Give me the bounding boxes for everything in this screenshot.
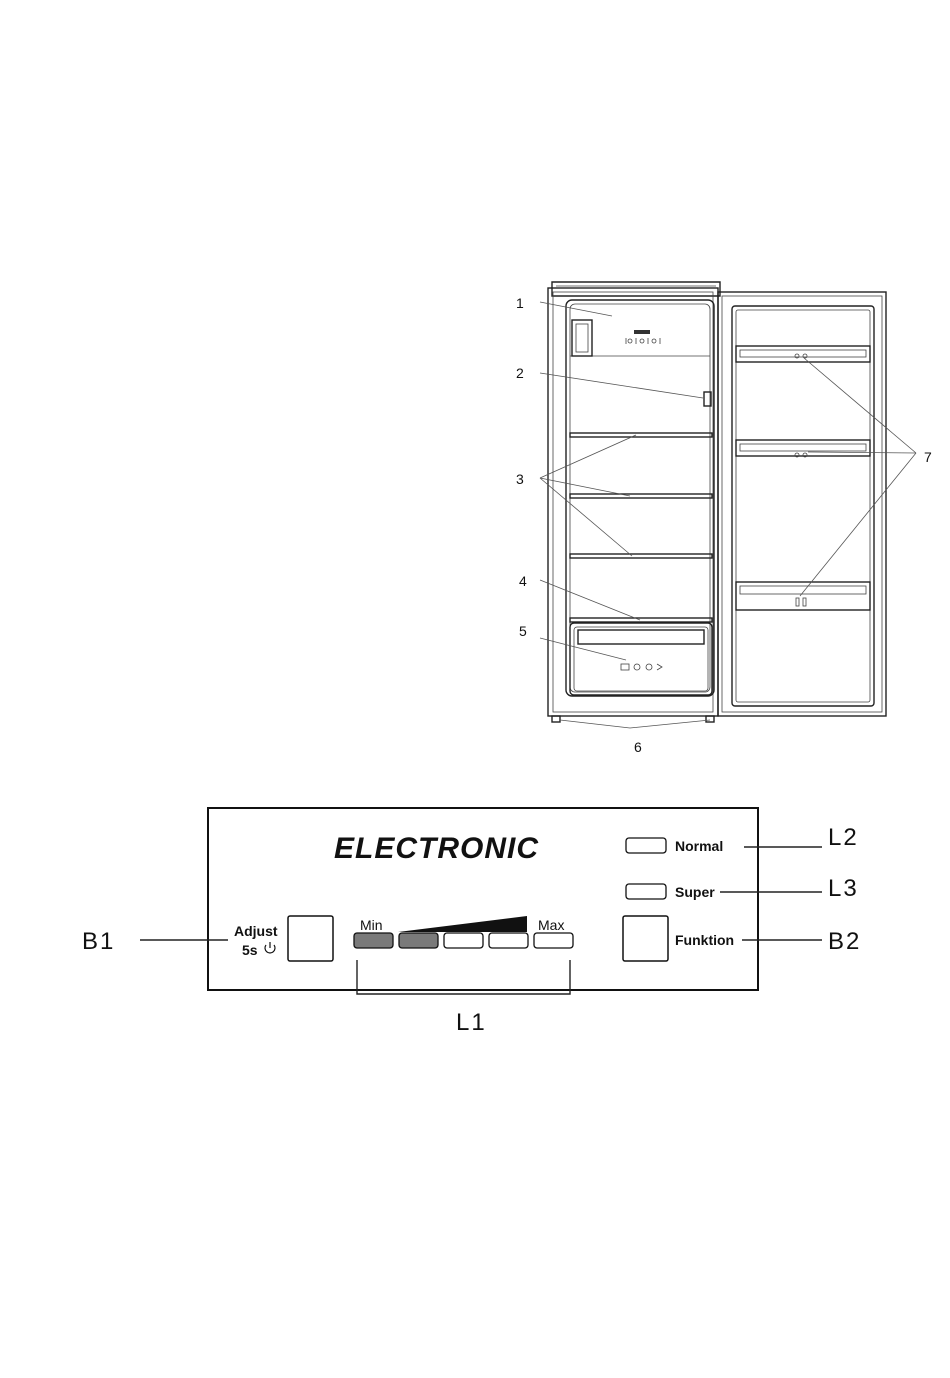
fridge-door bbox=[718, 292, 886, 716]
level-leds bbox=[354, 933, 573, 948]
panel-title: ELECTRONIC bbox=[334, 832, 539, 865]
mini-control-icons bbox=[626, 338, 660, 344]
callout-3: 3 bbox=[516, 471, 524, 487]
fridge-illustration: 1 2 3 4 5 6 7 bbox=[516, 282, 932, 755]
leader-lines bbox=[540, 302, 916, 728]
label-b2: B2 bbox=[828, 928, 861, 955]
callout-1: 1 bbox=[516, 295, 524, 311]
mini-control-panel bbox=[634, 330, 650, 334]
min-label: Min bbox=[360, 917, 383, 933]
label-l2: L2 bbox=[828, 824, 859, 851]
label-l3: L3 bbox=[828, 875, 859, 902]
normal-indicator bbox=[626, 838, 666, 853]
funktion-button[interactable] bbox=[623, 916, 668, 961]
funktion-label: Funktion bbox=[675, 932, 734, 948]
callout-4: 4 bbox=[519, 573, 527, 589]
lamp-cover bbox=[572, 320, 592, 356]
level-led-1 bbox=[354, 933, 393, 948]
adjust-label: Adjust bbox=[234, 923, 278, 939]
callout-7: 7 bbox=[924, 449, 932, 465]
adjust-button[interactable] bbox=[288, 916, 333, 961]
level-led-5 bbox=[534, 933, 573, 948]
level-ramp bbox=[398, 916, 527, 932]
fridge-top bbox=[552, 282, 720, 296]
fridge-cabinet bbox=[548, 288, 718, 716]
level-led-4 bbox=[489, 933, 528, 948]
normal-label: Normal bbox=[675, 838, 723, 854]
power-icon bbox=[265, 942, 275, 953]
control-panel: ELECTRONIC Adjust 5s Min Max Normal Supe… bbox=[208, 808, 758, 990]
l1-bracket bbox=[357, 960, 570, 994]
super-label: Super bbox=[675, 884, 715, 900]
callout-6: 6 bbox=[634, 739, 642, 755]
super-indicator bbox=[626, 884, 666, 899]
label-b1: B1 bbox=[82, 928, 115, 955]
label-l1: L1 bbox=[456, 1009, 487, 1036]
callout-2: 2 bbox=[516, 365, 524, 381]
level-led-2 bbox=[399, 933, 438, 948]
max-label: Max bbox=[538, 917, 564, 933]
crisper-drawer bbox=[570, 623, 712, 695]
callout-5: 5 bbox=[519, 623, 527, 639]
glass-shelves bbox=[570, 433, 712, 622]
adjust-duration: 5s bbox=[242, 942, 258, 958]
level-led-3 bbox=[444, 933, 483, 948]
